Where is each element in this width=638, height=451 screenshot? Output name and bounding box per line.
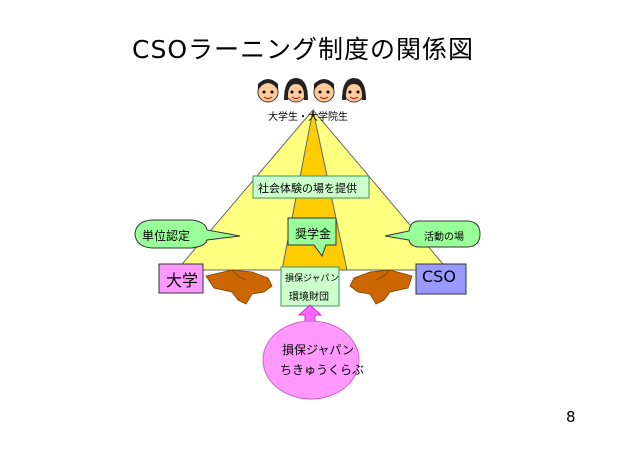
- page-number: 8: [566, 408, 576, 426]
- handshake-icon: [205, 269, 273, 305]
- activity-place-label: 活動の場: [424, 232, 464, 243]
- student-face-icon: [313, 79, 335, 103]
- social-experience-label: 社会体験の場を提供: [258, 182, 357, 195]
- foundation-label-line1: 損保ジャパン: [285, 274, 340, 284]
- student-face-icon: [342, 78, 366, 103]
- university-label: 大学: [166, 271, 199, 290]
- students-label: 大学生・大学院生: [268, 112, 348, 123]
- slide-title: CSOラーニング制度の関係図: [132, 35, 475, 64]
- activity-place-callout: [384, 220, 481, 248]
- credit-callout: [134, 219, 241, 249]
- foundation-label-line2: 環境財団: [289, 292, 329, 303]
- cso-box: [415, 263, 467, 295]
- social-experience-box: [252, 175, 370, 199]
- scholarship-label: 奨学金: [295, 227, 332, 241]
- scholarship-callout: [287, 217, 337, 258]
- foundation-box: [280, 266, 340, 307]
- club-circle: [262, 320, 360, 400]
- club-label-line1: 損保ジャパン: [282, 343, 355, 357]
- credit-label: 単位認定: [142, 229, 191, 243]
- student-face-icon: [284, 78, 308, 103]
- handshake-icon: [349, 269, 413, 305]
- cso-label: CSO: [422, 267, 456, 286]
- university-box: [158, 263, 204, 294]
- student-face-icon: [257, 79, 279, 103]
- club-label-line2: ちきゅうくらぶ: [280, 363, 365, 377]
